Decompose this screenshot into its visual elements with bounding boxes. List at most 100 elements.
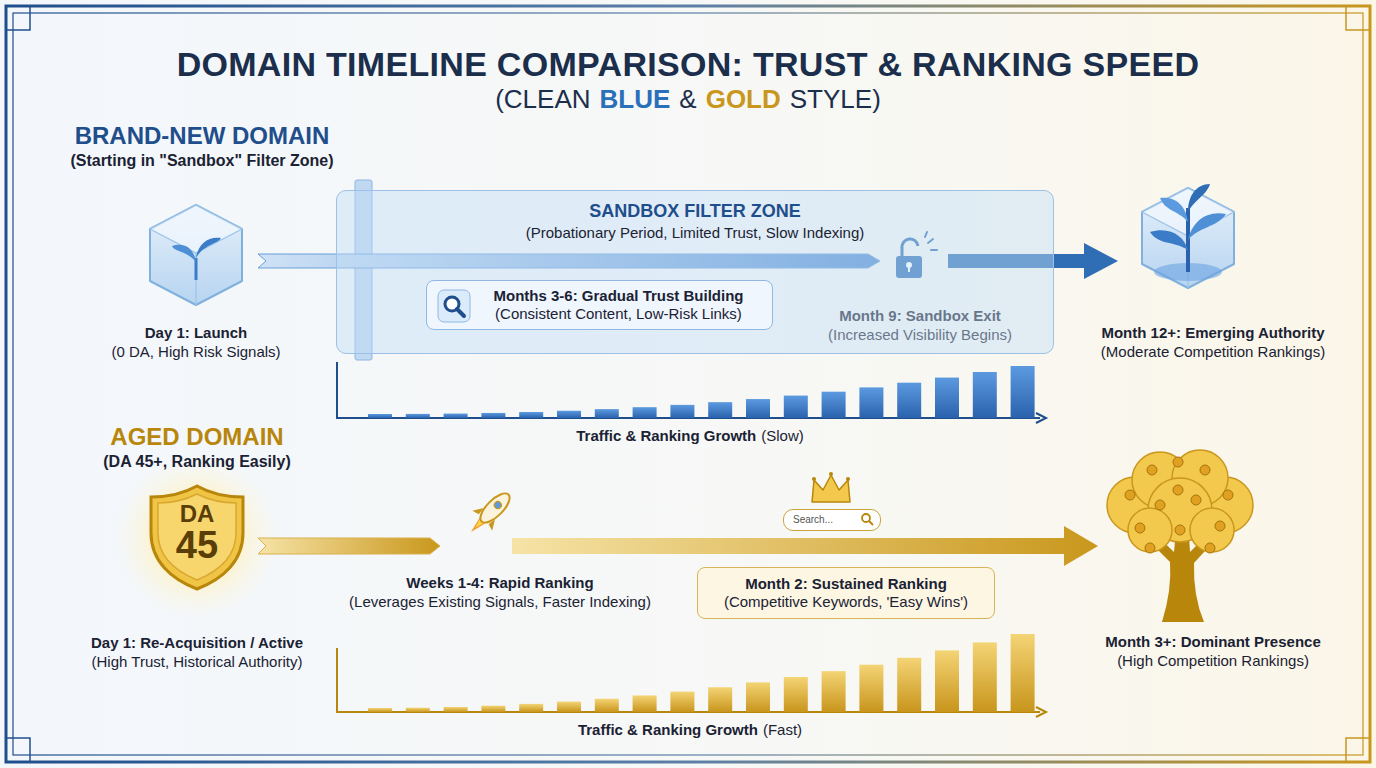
growth-bar <box>746 399 770 418</box>
growth-bar <box>557 411 581 418</box>
annotation-label: Month 3+: Dominant Presence <box>1105 633 1320 651</box>
gold-growth-chart-part <box>337 648 1040 712</box>
apple <box>1135 523 1145 533</box>
annotation-label: (Starting in "Sandbox" Filter Zone) <box>70 151 333 170</box>
growth-bar <box>708 402 732 418</box>
growth-bar <box>595 699 619 712</box>
node-body: (Probationary Period, Limited Trust, Slo… <box>526 224 865 242</box>
growth-bar <box>444 414 468 418</box>
growth-bar <box>822 671 846 712</box>
node-body: (Consistent Content, Low-Risk Links) <box>495 305 742 323</box>
growth-bar <box>633 695 657 712</box>
growth-bar <box>557 702 581 712</box>
authority-plant-cube-part <box>1150 230 1188 250</box>
growth-bar <box>670 692 694 712</box>
annotation-label: Day 1: Launch <box>145 324 248 342</box>
growth-bar <box>859 387 883 418</box>
apple <box>1173 457 1183 467</box>
node-heading: Search... <box>793 514 833 526</box>
growth-bar <box>935 650 959 712</box>
gold-timeline-arrow-part <box>512 526 1098 566</box>
search-handle <box>869 521 873 525</box>
growth-bars <box>368 366 1035 418</box>
apple <box>1155 500 1165 510</box>
rocket-icon <box>461 485 518 542</box>
apple <box>1215 521 1225 531</box>
golden-tree <box>1107 450 1253 622</box>
rocket-icon-part <box>493 500 503 510</box>
search-bar: Search... <box>783 509 881 531</box>
annotation-label: (DA 45+, Ranking Easily) <box>103 452 290 471</box>
magnifier-handle <box>457 309 464 316</box>
golden-tree-part-part <box>1190 508 1234 552</box>
node-heading: SANDBOX FILTER ZONE <box>589 201 801 223</box>
crown-icon-part <box>829 472 833 476</box>
blue-growth-chart-part <box>337 362 1040 418</box>
annotation-label: AGED DOMAIN <box>110 423 283 452</box>
frame <box>6 6 1370 762</box>
growth-bar <box>633 407 657 418</box>
growth-bar <box>784 396 808 418</box>
apple <box>1147 465 1157 475</box>
node-heading: DA <box>180 502 215 526</box>
gold-timeline-arrow-part <box>258 538 440 554</box>
gold-timeline-arrow <box>258 526 1098 566</box>
crown-icon-part <box>812 475 850 502</box>
milestone-box: Month 2: Sustained Ranking(Competitive K… <box>697 567 995 619</box>
annotation-label: Month 12+: Emerging Authority <box>1101 324 1324 342</box>
frame-part <box>6 6 1370 762</box>
apple <box>1145 543 1155 553</box>
frame-part <box>13 13 1363 755</box>
growth-bars <box>368 634 1035 712</box>
apple <box>1205 543 1215 553</box>
golden-tree-part <box>1125 457 1233 553</box>
growth-bar <box>897 383 921 418</box>
annotation-label: (Moderate Competition Rankings) <box>1101 343 1325 361</box>
annotation-label: (0 DA, High Risk Signals) <box>111 343 280 361</box>
title: DOMAIN TIMELINE COMPARISON: TRUST & RANK… <box>177 44 1200 85</box>
growth-bar <box>1011 634 1035 712</box>
subtitle-part: & <box>679 84 696 115</box>
chart-caption-part: (Fast) <box>763 721 802 738</box>
growth-bar <box>481 706 505 712</box>
growth-bar <box>822 392 846 418</box>
annotation-label: Weeks 1-4: Rapid Ranking <box>406 574 593 592</box>
rocket-icon-part <box>476 489 514 527</box>
crown-icon-part <box>812 477 816 481</box>
annotation-label: (High Trust, Historical Authority) <box>92 653 303 671</box>
new-domain-cube-part <box>195 258 198 280</box>
chart-caption: Traffic & Ranking Growth(Slow) <box>576 427 804 444</box>
apple <box>1125 490 1135 500</box>
chart-caption-part: (Slow) <box>761 427 804 444</box>
authority-plant-cube <box>1142 184 1234 288</box>
growth-bar <box>519 412 543 418</box>
growth-bar <box>595 409 619 418</box>
growth-bar <box>935 378 959 418</box>
growth-bar <box>746 682 770 712</box>
authority-plant-cube-part <box>1142 188 1234 288</box>
growth-bar <box>784 677 808 712</box>
subtitle-part: GOLD <box>706 84 781 115</box>
growth-bar <box>481 413 505 418</box>
blue-growth-chart <box>337 362 1046 423</box>
node-heading: Month 2: Sustained Ranking <box>745 575 947 593</box>
magnifier-icon <box>437 289 471 323</box>
golden-tree-part <box>1107 450 1253 552</box>
blue-growth-chart-part <box>1036 413 1046 423</box>
node-body: (Competitive Keywords, 'Easy Wins') <box>724 593 968 611</box>
frame-part <box>6 6 1370 762</box>
search-lens <box>862 514 870 522</box>
apple <box>1175 525 1185 535</box>
da-shield: DA45 <box>147 483 247 591</box>
annotation-label: Day 1: Re-Acquisition / Active <box>91 634 303 652</box>
apple <box>1191 495 1201 505</box>
apple <box>1173 485 1183 495</box>
growth-bar <box>444 707 468 712</box>
growth-bar <box>368 414 392 418</box>
growth-bar <box>897 658 921 712</box>
growth-bar <box>406 708 430 712</box>
apple <box>1223 490 1233 500</box>
shield-inner <box>158 494 236 580</box>
growth-bar <box>1011 366 1035 418</box>
